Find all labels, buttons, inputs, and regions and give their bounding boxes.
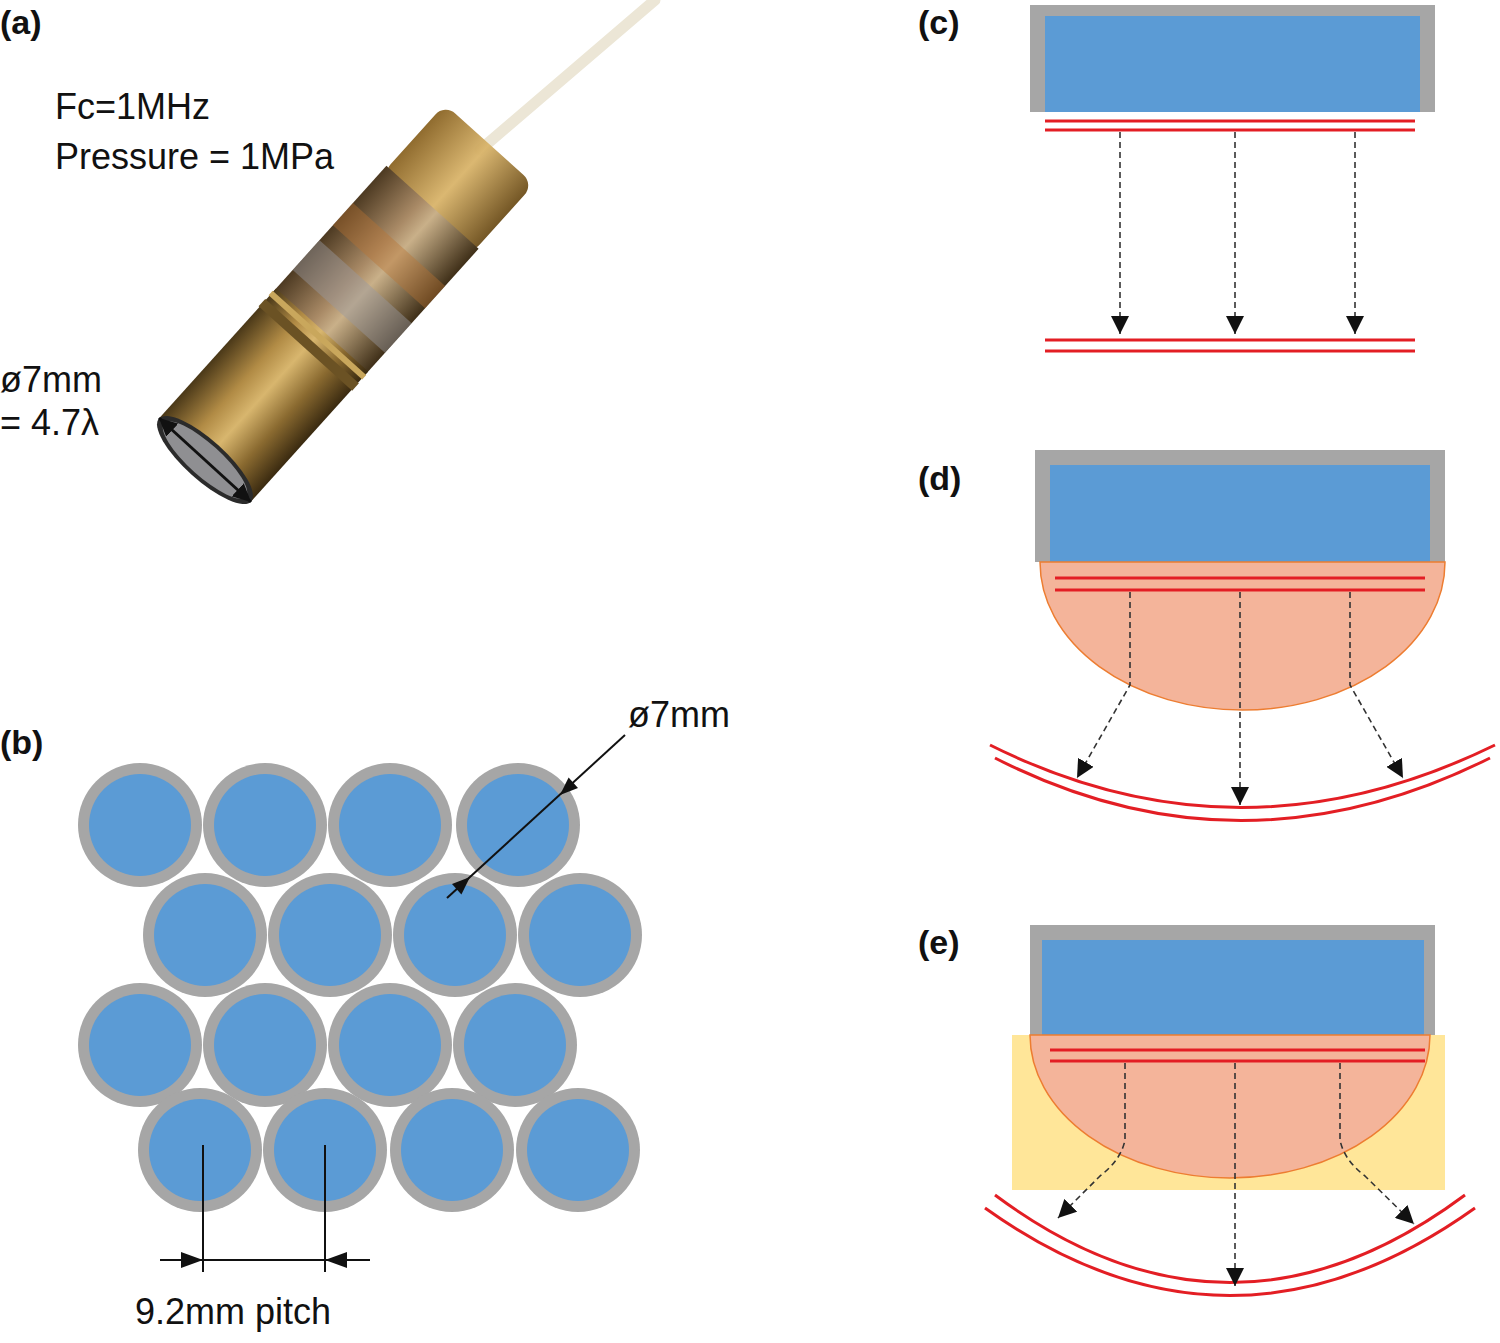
ray-arrow bbox=[1350, 592, 1403, 778]
wavefront-line bbox=[1045, 350, 1415, 353]
element-housing bbox=[78, 763, 202, 887]
acoustic-lens bbox=[1040, 562, 1445, 710]
element-faces bbox=[89, 774, 631, 1201]
element-face bbox=[154, 884, 256, 986]
ray-arrow bbox=[1239, 592, 1241, 805]
element-face bbox=[149, 1099, 251, 1201]
element-face bbox=[89, 994, 191, 1096]
element-face bbox=[214, 774, 316, 876]
housing bbox=[1035, 450, 1445, 562]
ray-arrows bbox=[1077, 592, 1403, 805]
transducer-face-rim bbox=[146, 404, 265, 517]
wavefront-arc bbox=[985, 1208, 1475, 1296]
arrowhead bbox=[181, 1252, 203, 1268]
wavefront-line bbox=[1045, 339, 1415, 342]
wavefront-line bbox=[1055, 589, 1425, 592]
element-face bbox=[529, 884, 631, 986]
element-housing bbox=[328, 983, 452, 1107]
ray-arrow bbox=[1340, 1063, 1414, 1224]
panel-label: (e) bbox=[918, 922, 960, 963]
dimension-label: 9.2mm pitch bbox=[135, 1290, 331, 1333]
dimension-label: ø7mm bbox=[628, 693, 730, 736]
piezo-element bbox=[1050, 465, 1430, 562]
wavefront bbox=[985, 1050, 1475, 1296]
element-face bbox=[527, 1099, 629, 1201]
element-housing bbox=[456, 763, 580, 887]
ray-arrows bbox=[1058, 1063, 1414, 1286]
element-face bbox=[464, 994, 566, 1096]
element-housing bbox=[328, 763, 452, 887]
element-housing bbox=[143, 873, 267, 997]
wavefront-arc bbox=[995, 758, 1490, 821]
element-housing bbox=[390, 1088, 514, 1212]
dimension-label: ø7mm = 4.7λ bbox=[0, 358, 122, 444]
element-housing bbox=[203, 763, 327, 887]
element-face bbox=[214, 994, 316, 1096]
element-housing bbox=[78, 983, 202, 1107]
cable bbox=[480, 0, 655, 150]
wavefront-arc bbox=[990, 745, 1495, 808]
element-face bbox=[279, 884, 381, 986]
element-housing bbox=[453, 983, 577, 1107]
outer-medium bbox=[1012, 1035, 1445, 1190]
leader-line bbox=[447, 735, 625, 898]
element-housings bbox=[78, 763, 642, 1212]
arrowhead bbox=[452, 877, 470, 894]
wavefront-line bbox=[1050, 1060, 1425, 1063]
housing bbox=[1030, 5, 1435, 112]
element-face bbox=[467, 774, 569, 876]
piezo-element bbox=[1042, 940, 1424, 1035]
annotation: Fc=1MHz bbox=[55, 85, 210, 128]
element-face bbox=[339, 994, 441, 1096]
annotation: Pressure = 1MPa bbox=[55, 135, 334, 178]
transducer-face bbox=[153, 411, 256, 508]
ray-arrow bbox=[1354, 132, 1356, 334]
wavefront-line bbox=[1045, 129, 1415, 132]
element-array bbox=[78, 763, 642, 1212]
element-housing bbox=[268, 873, 392, 997]
extension-line bbox=[202, 1145, 204, 1272]
ray-arrow bbox=[1234, 132, 1236, 334]
ray-arrow bbox=[1077, 592, 1130, 778]
arrowhead bbox=[560, 778, 578, 795]
element-face bbox=[404, 884, 506, 986]
element-face bbox=[89, 774, 191, 876]
wavefront bbox=[1045, 121, 1415, 351]
panel-label: (c) bbox=[918, 2, 960, 43]
element-housing bbox=[516, 1088, 640, 1212]
element-face bbox=[401, 1099, 503, 1201]
copper-wrap bbox=[333, 203, 445, 308]
arrowhead bbox=[325, 1252, 347, 1268]
panel-label: (a) bbox=[0, 2, 42, 43]
ray-arrow bbox=[1119, 132, 1121, 334]
acoustic-lens bbox=[1030, 1035, 1430, 1178]
wavefront-line bbox=[1045, 120, 1415, 123]
ray-arrows bbox=[1120, 132, 1355, 334]
element-face bbox=[339, 774, 441, 876]
panel-label: (d) bbox=[918, 458, 961, 499]
wavefront-arc bbox=[995, 1195, 1465, 1283]
piezo-element bbox=[1045, 16, 1420, 112]
element-housing bbox=[518, 873, 642, 997]
panel-label: (b) bbox=[0, 722, 43, 763]
housing-groove bbox=[259, 299, 359, 391]
extension-line bbox=[324, 1145, 326, 1272]
element-housing bbox=[203, 983, 327, 1107]
wavefront-line bbox=[1055, 577, 1425, 580]
ray-arrow bbox=[1234, 1063, 1236, 1286]
element-housing bbox=[138, 1088, 262, 1212]
housing-ring bbox=[269, 291, 367, 380]
wavefront bbox=[990, 578, 1495, 821]
housing bbox=[1030, 925, 1435, 1035]
ray-arrow bbox=[1058, 1063, 1125, 1218]
diameter-arrow bbox=[159, 418, 251, 502]
wavefront-line bbox=[1050, 1049, 1425, 1052]
